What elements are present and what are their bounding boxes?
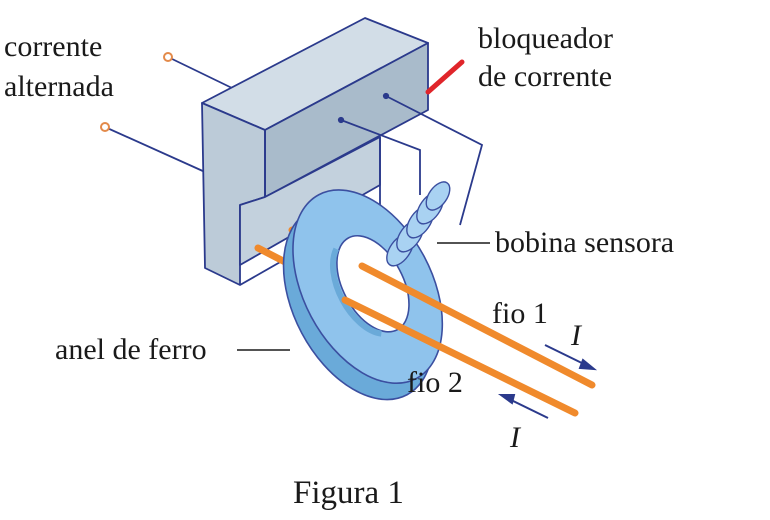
- sense-coil: [386, 181, 451, 267]
- label-anel-de-ferro: anel de ferro: [55, 333, 207, 366]
- label-corrente-alternada-line2: alternada: [4, 70, 114, 103]
- label-corrente-alternada-line1: corrente: [4, 30, 102, 63]
- coil-leads: [337, 92, 484, 226]
- label-current-top: I: [570, 319, 583, 352]
- wire-1: [358, 262, 596, 389]
- label-bloqueador-line2: de corrente: [478, 60, 612, 93]
- leader-lines: [237, 242, 490, 351]
- label-fio-1: fio 1: [492, 297, 548, 330]
- wires-front: [341, 262, 596, 417]
- wire-2: [341, 296, 579, 417]
- ac-terminal-top: [163, 52, 173, 62]
- coil-lead-1: [340, 119, 421, 195]
- ac-leads: [100, 52, 233, 173]
- label-bloqueador-line1: bloqueador: [478, 22, 613, 55]
- label-fio-2: fio 2: [407, 366, 463, 399]
- coil-lead-2: [385, 95, 484, 226]
- figure-caption: Figura 1: [293, 475, 404, 511]
- blocker-mark: [425, 59, 465, 95]
- label-current-bottom: I: [509, 421, 522, 454]
- block-front-face: [201, 102, 266, 286]
- ac-lead-top: [167, 56, 233, 89]
- ac-lead-bottom: [104, 126, 206, 173]
- current-blocker-block: [201, 17, 429, 286]
- label-bobina-sensora: bobina sensora: [495, 226, 674, 259]
- current-arrows: [497, 344, 598, 419]
- ac-terminal-bottom: [100, 122, 110, 132]
